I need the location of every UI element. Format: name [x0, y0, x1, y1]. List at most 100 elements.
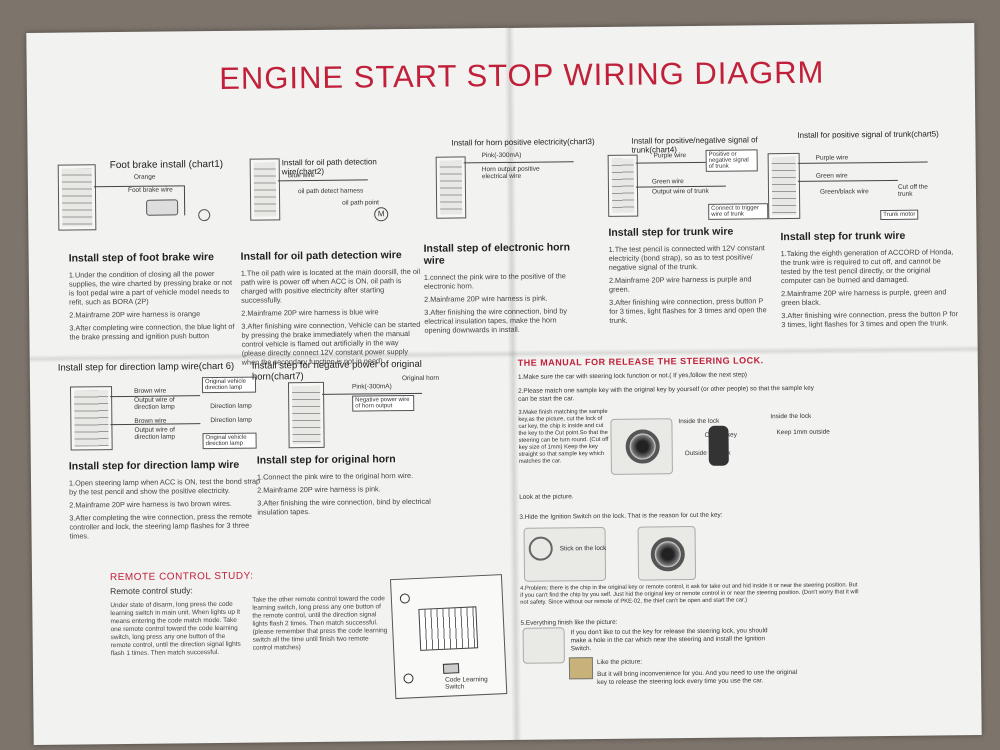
section-heading: Install step of electronic horn wire: [423, 241, 571, 267]
connector-pins: [418, 606, 479, 651]
lock-photo: [637, 526, 697, 581]
manual-step5-text: If you don't like to cut the key for rel…: [570, 627, 768, 653]
manual-sheet: ENGINE START STOP WIRING DIAGRM Foot bra…: [26, 23, 982, 745]
main-harness: [287, 381, 325, 449]
chart6-diagram: Install step for direction lamp wire(cha…: [58, 360, 279, 462]
chart3-diagram: Install for horn positive electricity(ch…: [415, 137, 606, 234]
section-heading: Install step of foot brake wire: [68, 251, 214, 265]
main-harness: [607, 154, 639, 217]
chart1-title: Foot brake install (chart1): [109, 158, 224, 172]
chart5-label: Green wire: [815, 172, 848, 180]
chart2-label: oil path detect harness: [297, 187, 364, 196]
section-paragraph: 3.After finishing the wire connection, b…: [257, 496, 431, 517]
manual-final: But it will bring inconvenience for you.…: [597, 668, 798, 687]
chart7-label: Original horn: [401, 374, 440, 383]
manual-step2b: 3.Make finish matching the sample key,as…: [518, 408, 609, 465]
section-paragraph: 1.Open steering lamp when ACC is ON, tes…: [68, 476, 261, 497]
section-paragraph: 2.Mainframe 20P wire harness is purple a…: [608, 274, 752, 294]
section-trunk-1: Install step for trunk wire 1.The test p…: [608, 225, 769, 329]
chart6-label: Output wire of direction lamp: [134, 426, 176, 441]
manual-step2: 2.Please match one sample key with the o…: [518, 384, 815, 403]
section-paragraph: 3.After finishing wire connection, press…: [609, 296, 767, 325]
chart1-label: Orange: [133, 173, 156, 181]
main-harness: [57, 164, 97, 231]
chart3-title: Install for horn positive electricity(ch…: [451, 137, 595, 148]
chart6-label: Output wire of direction lamp: [134, 396, 175, 411]
remote-text-col1: Under state of disarm, long press the co…: [110, 600, 241, 658]
manual-step5: 5.Everything finish like the picture:: [520, 618, 618, 627]
screw-icon: [403, 673, 414, 684]
remote-control-study: REMOTE CONTROL STUDY: Remote control stu…: [109, 569, 400, 657]
section-paragraph: 2.Mainframe 20P wire harness is pink.: [424, 293, 548, 304]
finish-photo: [522, 627, 565, 664]
section-paragraph: 1.Taking the eighth generation of ACCORD…: [780, 247, 954, 286]
chart5-label: Purple wire: [815, 154, 849, 162]
chart7-label: Pink(-300mA): [351, 383, 392, 391]
page-title: ENGINE START STOP WIRING DIAGRM: [219, 54, 825, 96]
manual-step4: 4.Problem: there is the chip in the orig…: [520, 582, 859, 606]
manual-label: Cut the key: [704, 431, 737, 439]
section-heading: Install step for trunk wire: [780, 229, 906, 244]
brake-pedal-icon: [146, 199, 179, 216]
chart6-label: Direction lamp: [210, 402, 252, 411]
chart1-label: Foot brake wire: [127, 186, 173, 194]
chart5-label: Cut off the trunk: [897, 183, 928, 198]
section-heading: Install step for direction lamp wire: [68, 458, 240, 473]
section-paragraph: 1.Connect the pink wire to the original …: [256, 470, 414, 482]
chart3-label: Horn output positive electrical wire: [481, 165, 540, 181]
chart5-title: Install for positive signal of trunk(cha…: [797, 129, 939, 140]
lock-photo: [610, 418, 673, 475]
section-paragraph: 2.Mainframe 20P wire harness is pink.: [257, 484, 381, 495]
chart4-box: Connect to trigger wire of trunk: [708, 203, 769, 220]
section-paragraph: 1.connect the pink wire to the positive …: [423, 271, 566, 291]
chart4-label: Green wire: [651, 178, 684, 186]
switch-label: Code Learning Switch: [445, 676, 488, 691]
chart2-label: oil path point: [342, 199, 380, 207]
chart2-label: Blue wire: [287, 171, 315, 180]
main-harness: [249, 158, 281, 221]
section-paragraph: 2.Mainframe 20P wire harness is orange: [69, 309, 201, 320]
section-heading: Install for oil path detection wire: [240, 249, 402, 263]
manual-label: Outside the lock: [684, 449, 731, 458]
chart5-diagram: Install for positive signal of trunk(cha…: [767, 129, 968, 241]
chart5-label: Green/black wire: [819, 188, 869, 196]
section-trunk-2: Install step for trunk wire 1.Taking the…: [780, 229, 959, 333]
manual-like: Like the picture:: [596, 658, 643, 667]
manual-label: Inside the lock: [770, 412, 812, 421]
main-harness: [435, 156, 467, 219]
chart1-diagram: Foot brake install (chart1) Orange Foot …: [57, 158, 229, 246]
remote-text-col2: Take the other remote control toward the…: [252, 595, 388, 652]
chart7-box: Negative power wire of horn output: [352, 394, 415, 412]
code-learning-switch: [442, 663, 460, 674]
remote-heading: REMOTE CONTROL STUDY:: [109, 570, 254, 584]
chart5-box: Trunk motor: [880, 209, 919, 221]
section-paragraph: 3.After finishing the wire connection, b…: [424, 306, 568, 335]
chart6-label: Brown wire: [134, 387, 167, 395]
section-paragraph: 2.Mainframe 20P wire harness is blue wir…: [241, 307, 379, 318]
chart2-diagram: Install for oil path detection wire(char…: [224, 157, 405, 249]
chart6-title: Install step for direction lamp wire(cha…: [57, 360, 235, 374]
manual-step3: 3.Hide the Ignition Switch on the lock. …: [519, 511, 723, 521]
chart4-label: Purple wire: [653, 152, 687, 160]
main-harness: [767, 152, 801, 220]
manual-label: Inside the lock: [678, 417, 720, 426]
manual-step1: 1.Make sure the car with steering lock f…: [517, 371, 748, 381]
section-heading: Install step for original horn: [256, 453, 396, 467]
chart4-label: Output wire of trunk: [651, 187, 709, 196]
section-original-horn: Install step for original horn 1.Connect…: [257, 452, 458, 520]
chart6-box: Original vehicle direction lamp: [202, 432, 257, 450]
chart4-box: Positive or negative signal of trunk: [705, 149, 758, 172]
section-paragraph: 3.After completing the wire connection, …: [69, 511, 252, 541]
screw-icon: [399, 593, 411, 604]
section-paragraph: 2.Mainframe 20P wire harness is purple, …: [781, 287, 947, 308]
chart7-diagram: Install step for negative power of origi…: [252, 359, 453, 461]
manual-look: Look at the picture.: [519, 493, 574, 501]
chart3-label: Pink(-300mA): [481, 151, 522, 160]
lamp-icon: [198, 209, 211, 222]
section-oil-path: Install for oil path detection wire 1.Th…: [241, 249, 422, 371]
section-paragraph: 1.The oil path wire is located at the ma…: [240, 266, 421, 305]
section-paragraph: 3.After finishing wire connection, press…: [781, 309, 959, 330]
remote-subheading: Remote control study:: [110, 585, 193, 597]
section-paragraph: 1.The test pencil is connected with 12V …: [608, 243, 765, 272]
section-paragraph: 2.Mainframe 20P wire harness is two brow…: [69, 498, 232, 510]
